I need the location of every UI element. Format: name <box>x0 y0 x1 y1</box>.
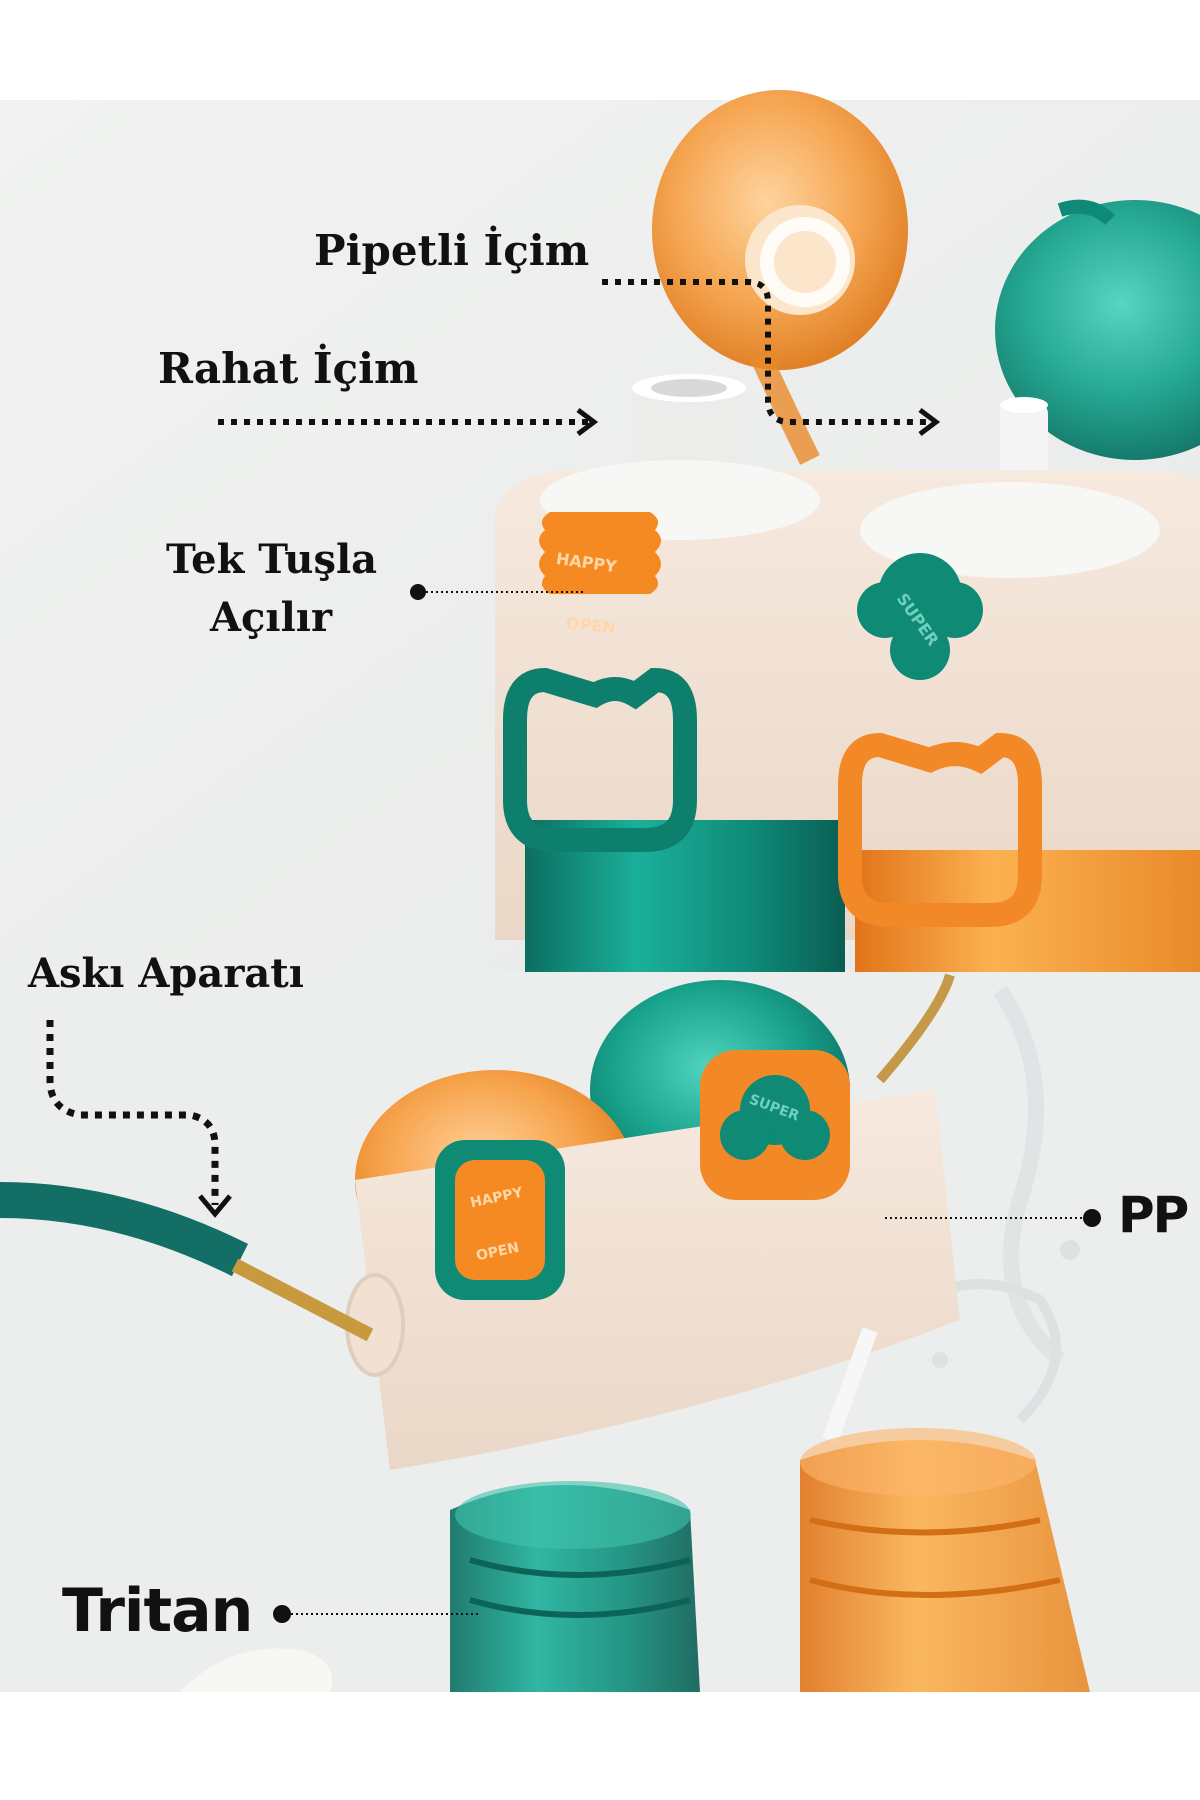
happy-open-button <box>539 512 661 594</box>
one-button-open-label-line2: Açılır <box>210 594 333 641</box>
gold-hook <box>876 973 955 1084</box>
milk-splash <box>180 1648 332 1692</box>
comfortable-drinking-label: Rahat İçim <box>158 344 419 393</box>
teal-bottle-neck <box>450 1481 700 1692</box>
teal-flip-lid <box>995 199 1200 460</box>
teal-shoulder-strap <box>0 1182 374 1342</box>
orange-bottle-neck <box>800 1428 1090 1692</box>
super-badge <box>700 1050 850 1200</box>
one-button-open-label-line1: Tek Tuşla <box>166 536 378 583</box>
super-button <box>857 553 983 680</box>
clear-straw <box>822 1327 878 1443</box>
straw-drinking-label: Pipetli İçim <box>314 226 590 275</box>
orange-flip-lid <box>652 90 908 465</box>
strap-attachment-pointer <box>46 1020 219 1205</box>
happy-open-badge <box>435 1140 565 1300</box>
orange-strap-loop <box>838 732 1042 927</box>
tritan-label: Tritan <box>62 1576 253 1646</box>
strap-attachment-label: Askı Aparatı <box>28 950 304 997</box>
pp-label: PP <box>1118 1186 1189 1244</box>
teal-strap-loop <box>503 667 697 852</box>
straw-drinking-pointer <box>602 279 935 425</box>
